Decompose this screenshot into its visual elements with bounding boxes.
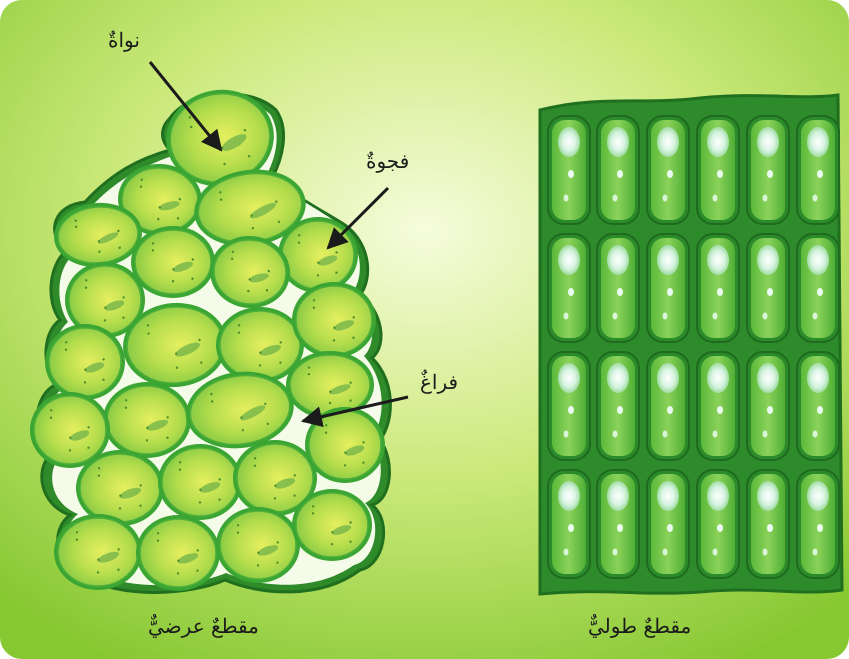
cross-cell [292, 282, 376, 358]
longitudinal-cell [747, 116, 789, 224]
longitudinal-cell [697, 234, 739, 342]
cross-cell [131, 226, 215, 298]
cross-cell [158, 444, 242, 520]
vacuole-label: فجوةٌ [366, 151, 409, 171]
longitudinal-cell [548, 470, 590, 578]
longitudinal-cell [548, 116, 590, 224]
longitudinal-cell [697, 116, 739, 224]
longitudinal-cell [647, 234, 689, 342]
longitudinal-cell [797, 234, 839, 342]
longitudinal-cell [548, 234, 590, 342]
cross-cell [76, 450, 164, 526]
cross-cell [216, 507, 300, 583]
longitudinal-cell [597, 470, 639, 578]
longitudinal-cell [647, 116, 689, 224]
longitudinal-cell [597, 234, 639, 342]
longitudinal-cell [647, 470, 689, 578]
longitudinal-cell [597, 116, 639, 224]
longitudinal-cell [797, 116, 839, 224]
cross-cell [292, 489, 372, 561]
longitudinal-cell [697, 352, 739, 460]
longitudinal-cell [797, 352, 839, 460]
longitudinal-cell [647, 352, 689, 460]
longitudinal-cell [747, 470, 789, 578]
nucleus-label: نواةٌ [108, 30, 140, 50]
intercellular-space-label: فراغٌ [420, 372, 458, 392]
longitudinal-cell [747, 234, 789, 342]
longitudinal-cell [797, 470, 839, 578]
cross-cell [45, 324, 125, 400]
cross-section-caption: مقطعٌ عرضيٌّ [148, 616, 259, 636]
longitudinal-cell [747, 352, 789, 460]
longitudinal-cell [597, 352, 639, 460]
cross-cell [136, 515, 220, 591]
longitudinal-cell [697, 470, 739, 578]
longitudinal-cell [548, 352, 590, 460]
cross-cell [103, 382, 191, 458]
longitudinal-section-caption: مقطعٌ طوليٌّ [588, 616, 691, 636]
cross-cell [54, 514, 142, 590]
